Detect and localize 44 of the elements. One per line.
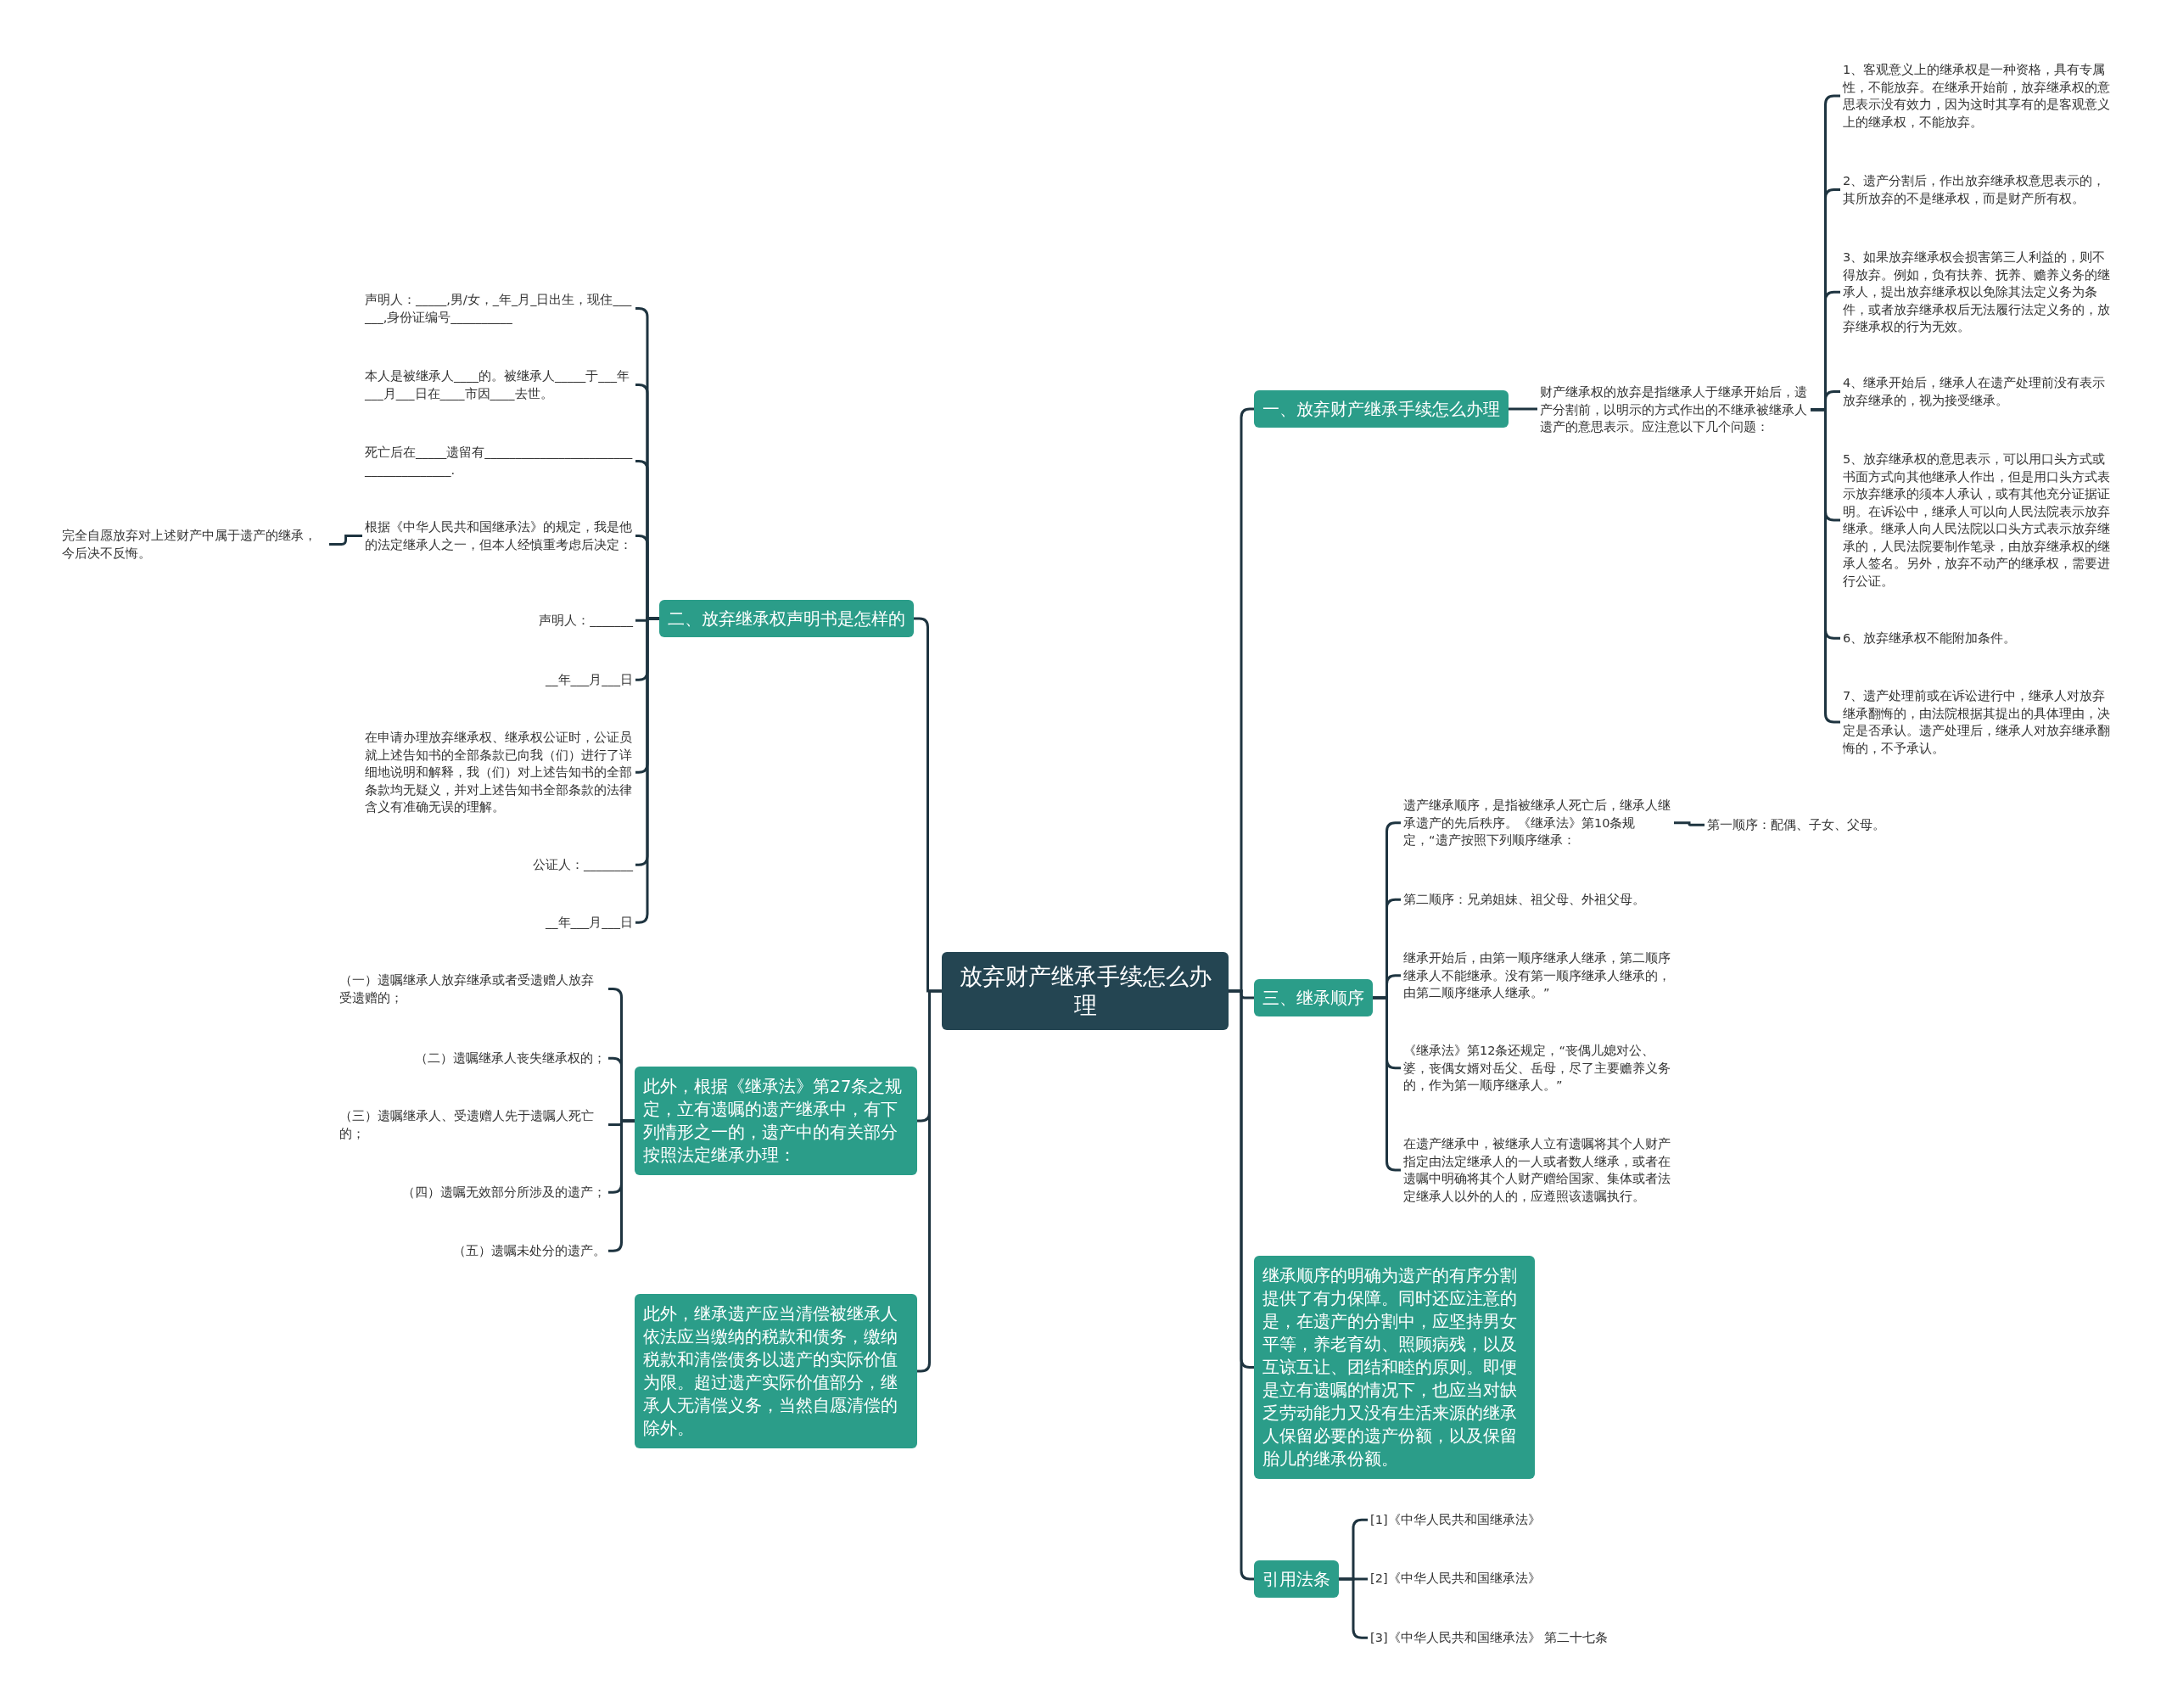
- topic-text: 1、客观意义上的继承权是一种资格，具有专属性，不能放弃。在继承开始前，放弃继承权的意思表示没有效力，因为这时其享有的是客观意义上的继承权，不能放弃。: [1840, 61, 2117, 131]
- topic-text: 5、放弃继承权的意思表示，可以用口头方式或书面方式向其他继承人作出，但是用口头方式表示放弃继承的须本人承认，或有其他充分证据证明。在诉讼中，继承人可以向人民法院表示放弃继承。继承人向人民法院以口头方式表示放弃继承的，人民法院要制作笔录，由放弃继承权的继承人签名。另外，放弃不动产的继承权，需要进行公证。: [1840, 451, 2117, 590]
- topic-text: （四）遗嘱无效部分所涉及的遗产；: [337, 1184, 608, 1201]
- topic-text: 完全自愿放弃对上述财产中属于遗产的继承，今后决不反悔。: [59, 527, 329, 562]
- topic-text: 本人是被继承人____的。被继承人_____于___年___月___日在____市因____去世。: [362, 367, 635, 402]
- topic-text: 《继承法》第12条还规定，“丧偶儿媳对公、婆，丧偶女婿对岳父、岳母，尽了主要赡养义务的，作为第一顺序继承人。”: [1401, 1042, 1674, 1095]
- topic-box: 一、放弃财产继承手续怎么办理: [1254, 390, 1509, 428]
- topic-text: __年___月___日: [362, 671, 635, 689]
- topic-text: 2、遗产分割后，作出放弃继承权意思表示的，其所放弃的不是继承权，而是财产所有权。: [1840, 172, 2117, 207]
- topic-text: 根据《中华人民共和国继承法》的规定，我是他的法定继承人之一，但本人经慎重考虑后决定：: [362, 518, 635, 553]
- connector-line: [1509, 407, 1537, 411]
- topic-text: 声明人：_______: [362, 612, 635, 630]
- topic-text: 第一顺序：配偶、子女、父母。: [1705, 816, 1908, 834]
- note-box: 此外，根据《继承法》第27条之规定，立有遗嘱的遗产继承中，有下列情形之一的，遗产中的有关部分按照法定继承办理：: [635, 1067, 917, 1175]
- topic-text: 在申请办理放弃继承权、继承权公证时，公证员就上述告知书的全部条款已向我（们）进行了详细地说明和解释，我（们）对上述告知书的全部条款均无疑义，并对上述告知书全部条款的法律含义有准确无误的理解。: [362, 729, 635, 816]
- topic-text: 3、如果放弃继承权会损害第三人利益的，则不得放弃。例如，负有扶养、抚养、赡养义务的继承人，提出放弃继承权以免除其法定义务为条件，或者放弃继承权后无法履行法定义务的，放弃继承权的行为无效。: [1840, 249, 2117, 336]
- topic-text: （二）遗嘱继承人丧失继承权的；: [337, 1050, 608, 1067]
- topic-box: 二、放弃继承权声明书是怎样的: [659, 600, 914, 637]
- topic-text: 遗产继承顺序，是指被继承人死亡后，继承人继承遗产的先后秩序。《继承法》第10条规定，“遗产按照下列顺序继承：: [1401, 797, 1674, 849]
- topic-text: 死亡后在_____遗留有______________________________________.: [362, 444, 635, 479]
- topic-text: [1]《中华人民共和国继承法》: [1368, 1511, 1639, 1529]
- topic-text: 公证人：________: [362, 856, 635, 874]
- topic-text: [2]《中华人民共和国继承法》: [1368, 1570, 1639, 1588]
- note-box: 此外，继承遗产应当清偿被继承人依法应当缴纳的税款和债务，缴纳税款和清偿债务以遗产的实际价值为限。超过遗产实际价值部分，继承人无清偿义务，当然自愿清偿的除外。: [635, 1294, 917, 1448]
- topic-text: 财产继承权的放弃是指继承人于继承开始后，遗产分割前，以明示的方式作出的不继承被继承人遗产的意思表示。应注意以下几个问题：: [1537, 384, 1811, 436]
- note-box: 继承顺序的明确为遗产的有序分割提供了有力保障。同时还应注意的是，在遗产的分割中，应坚持男女平等，养老育幼、照顾病残，以及互谅互让、团结和睦的原则。即便是立有遗嘱的情况下，也应当对缺乏劳动能力又没有生活来源的继承人保留必要的遗产份额，以及保留胎儿的继承份额。: [1254, 1256, 1535, 1479]
- topic-text: 7、遗产处理前或在诉讼进行中，继承人对放弃继承翻悔的，由法院根据其提出的具体理由，决定是否承认。遗产处理后，继承人对放弃继承翻悔的，不予承认。: [1840, 687, 2117, 757]
- topic-text: __年___月___日: [362, 914, 635, 932]
- topic-text: 在遗产继承中，被继承人立有遗嘱将其个人财产指定由法定继承人的一人或者数人继承，或者在遗嘱中明确将其个人财产赠给国家、集体或者法定继承人以外的人的，应遵照该遗嘱执行。: [1401, 1135, 1674, 1205]
- topic-text: （五）遗嘱未处分的遗产。: [337, 1242, 608, 1260]
- connector-line: [329, 535, 362, 546]
- topic-text: （三）遗嘱继承人、受遗赠人先于遗嘱人死亡的；: [337, 1107, 608, 1142]
- topic-text: 6、放弃继承权不能附加条件。: [1840, 630, 2117, 647]
- topic-box: 三、继承顺序: [1254, 979, 1373, 1016]
- topic-text: [3]《中华人民共和国继承法》 第二十七条: [1368, 1629, 1639, 1647]
- topic-text: （一）遗嘱继承人放弃继承或者受遗赠人放弃受遗赠的；: [337, 972, 608, 1006]
- connector-line: [1674, 821, 1705, 826]
- topic-text: 声明人：_____,男/女，_年_月_日出生，现住______,身份证编号__________: [362, 291, 635, 326]
- topic-text: 第二顺序：兄弟姐妹、祖父母、外祖父母。: [1401, 891, 1674, 909]
- connector-line: [1811, 408, 1840, 724]
- topic-text: 4、继承开始后，继承人在遗产处理前没有表示放弃继承的，视为接受继承。: [1840, 374, 2117, 409]
- topic-text: 继承开始后，由第一顺序继承人继承，第二顺序继承人不能继承。没有第一顺序继承人继承的，由第二顺序继承人继承。”: [1401, 949, 1674, 1002]
- central-topic-box: 放弃财产继承手续怎么办理: [942, 952, 1229, 1030]
- topic-box: 引用法条: [1254, 1560, 1339, 1598]
